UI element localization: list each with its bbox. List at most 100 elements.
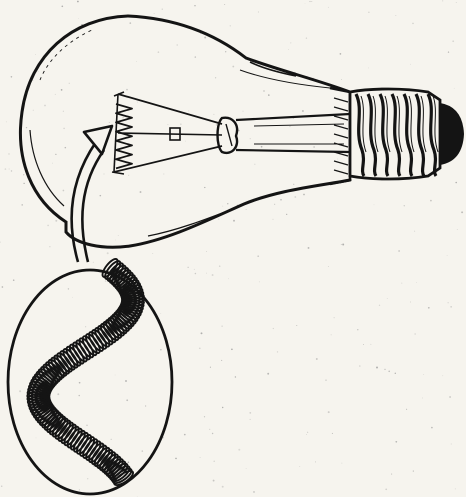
paper-speckle bbox=[461, 211, 463, 213]
paper-speckle bbox=[454, 88, 455, 89]
paper-speckle bbox=[337, 159, 338, 160]
paper-speckle bbox=[222, 486, 224, 488]
paper-speckle bbox=[104, 174, 105, 175]
paper-speckle bbox=[385, 488, 387, 490]
paper-speckle bbox=[105, 280, 106, 281]
paper-speckle bbox=[416, 282, 417, 283]
paper-speckle bbox=[126, 89, 128, 91]
paper-speckle bbox=[109, 122, 110, 123]
paper-speckle bbox=[206, 273, 207, 274]
paper-speckle bbox=[231, 348, 233, 350]
paper-speckle bbox=[215, 77, 216, 78]
bulb-neck-hatching bbox=[334, 98, 348, 174]
paper-speckle bbox=[195, 273, 197, 275]
paper-speckle bbox=[406, 409, 407, 410]
paper-speckle bbox=[213, 461, 215, 463]
base-contact-tip bbox=[440, 104, 463, 164]
paper-speckle bbox=[200, 457, 201, 458]
paper-speckle bbox=[315, 461, 316, 462]
paper-speckle bbox=[225, 51, 226, 52]
paper-speckle bbox=[204, 37, 206, 39]
paper-speckle bbox=[430, 200, 432, 202]
paper-speckle bbox=[311, 1, 312, 2]
paper-speckle bbox=[55, 220, 57, 222]
paper-speckle bbox=[289, 126, 290, 127]
paper-speckle bbox=[277, 351, 278, 352]
paper-speckle bbox=[137, 102, 138, 103]
paper-speckle bbox=[303, 194, 305, 196]
paper-speckle bbox=[61, 89, 63, 91]
paper-speckle bbox=[194, 269, 195, 270]
stem-pinch-shading bbox=[226, 124, 232, 146]
paper-speckle bbox=[261, 146, 263, 148]
paper-speckle bbox=[0, 241, 1, 242]
paper-speckle bbox=[204, 187, 205, 188]
paper-speckle bbox=[404, 205, 405, 206]
paper-speckle bbox=[35, 54, 36, 55]
paper-speckle bbox=[456, 2, 457, 3]
paper-speckle bbox=[306, 434, 307, 435]
paper-speckle bbox=[293, 184, 294, 185]
paper-speckle bbox=[221, 325, 222, 326]
paper-speckle bbox=[359, 365, 361, 367]
paper-speckle bbox=[69, 83, 70, 84]
paper-speckle bbox=[33, 80, 34, 81]
paper-speckle bbox=[238, 449, 240, 451]
support-wire-top bbox=[118, 94, 222, 124]
paper-speckle bbox=[388, 371, 390, 373]
paper-speckle bbox=[342, 244, 344, 246]
paper-speckle bbox=[398, 250, 400, 252]
support-wires bbox=[112, 92, 222, 174]
paper-speckle bbox=[428, 307, 430, 309]
paper-speckle bbox=[212, 274, 214, 276]
paper-speckle bbox=[328, 266, 329, 267]
paper-speckle bbox=[23, 174, 24, 175]
stem-tube-bottom bbox=[236, 150, 350, 152]
paper-speckle bbox=[26, 127, 27, 128]
paper-speckle bbox=[308, 247, 310, 249]
paper-speckle bbox=[232, 66, 234, 68]
paper-speckle bbox=[387, 298, 388, 299]
paper-speckle bbox=[36, 438, 37, 439]
paper-speckle bbox=[115, 375, 116, 376]
paper-speckle bbox=[11, 76, 13, 78]
paper-speckle bbox=[21, 204, 23, 206]
neck-hatch-line bbox=[334, 134, 348, 138]
paper-speckle bbox=[19, 390, 21, 392]
neck-hatch-line bbox=[334, 125, 348, 129]
paper-speckle bbox=[222, 206, 223, 207]
pointer-arrow-head bbox=[84, 126, 112, 154]
paper-speckle bbox=[442, 375, 443, 376]
paper-speckle bbox=[296, 325, 297, 326]
paper-speckle bbox=[305, 3, 306, 4]
paper-speckle bbox=[33, 110, 34, 111]
paper-speckle bbox=[413, 471, 414, 472]
paper-speckle bbox=[431, 427, 433, 429]
paper-speckle bbox=[415, 333, 416, 334]
paper-speckle bbox=[164, 174, 165, 175]
paper-speckle bbox=[61, 5, 63, 7]
paper-speckle bbox=[107, 252, 109, 254]
paper-speckle bbox=[328, 411, 330, 413]
paper-speckle bbox=[253, 491, 254, 492]
paper-speckle bbox=[268, 94, 270, 96]
paper-speckle bbox=[250, 419, 251, 420]
paper-speckle bbox=[457, 229, 458, 230]
paper-speckle bbox=[249, 412, 251, 414]
paper-speckle bbox=[162, 9, 163, 10]
paper-speckle bbox=[306, 37, 307, 38]
paper-speckle bbox=[316, 358, 318, 360]
paper-speckle bbox=[118, 235, 119, 236]
paper-speckle bbox=[423, 374, 424, 375]
paper-speckle bbox=[78, 18, 79, 19]
paper-speckle bbox=[44, 105, 46, 107]
paper-speckle bbox=[23, 183, 24, 184]
paper-speckle bbox=[302, 110, 304, 112]
paper-speckle bbox=[122, 117, 124, 119]
paper-speckle bbox=[246, 209, 247, 210]
screw-base bbox=[350, 89, 463, 179]
paper-speckle bbox=[357, 329, 358, 330]
neck-hatch-line bbox=[334, 116, 348, 120]
stem-tube-inner-top bbox=[254, 124, 344, 126]
